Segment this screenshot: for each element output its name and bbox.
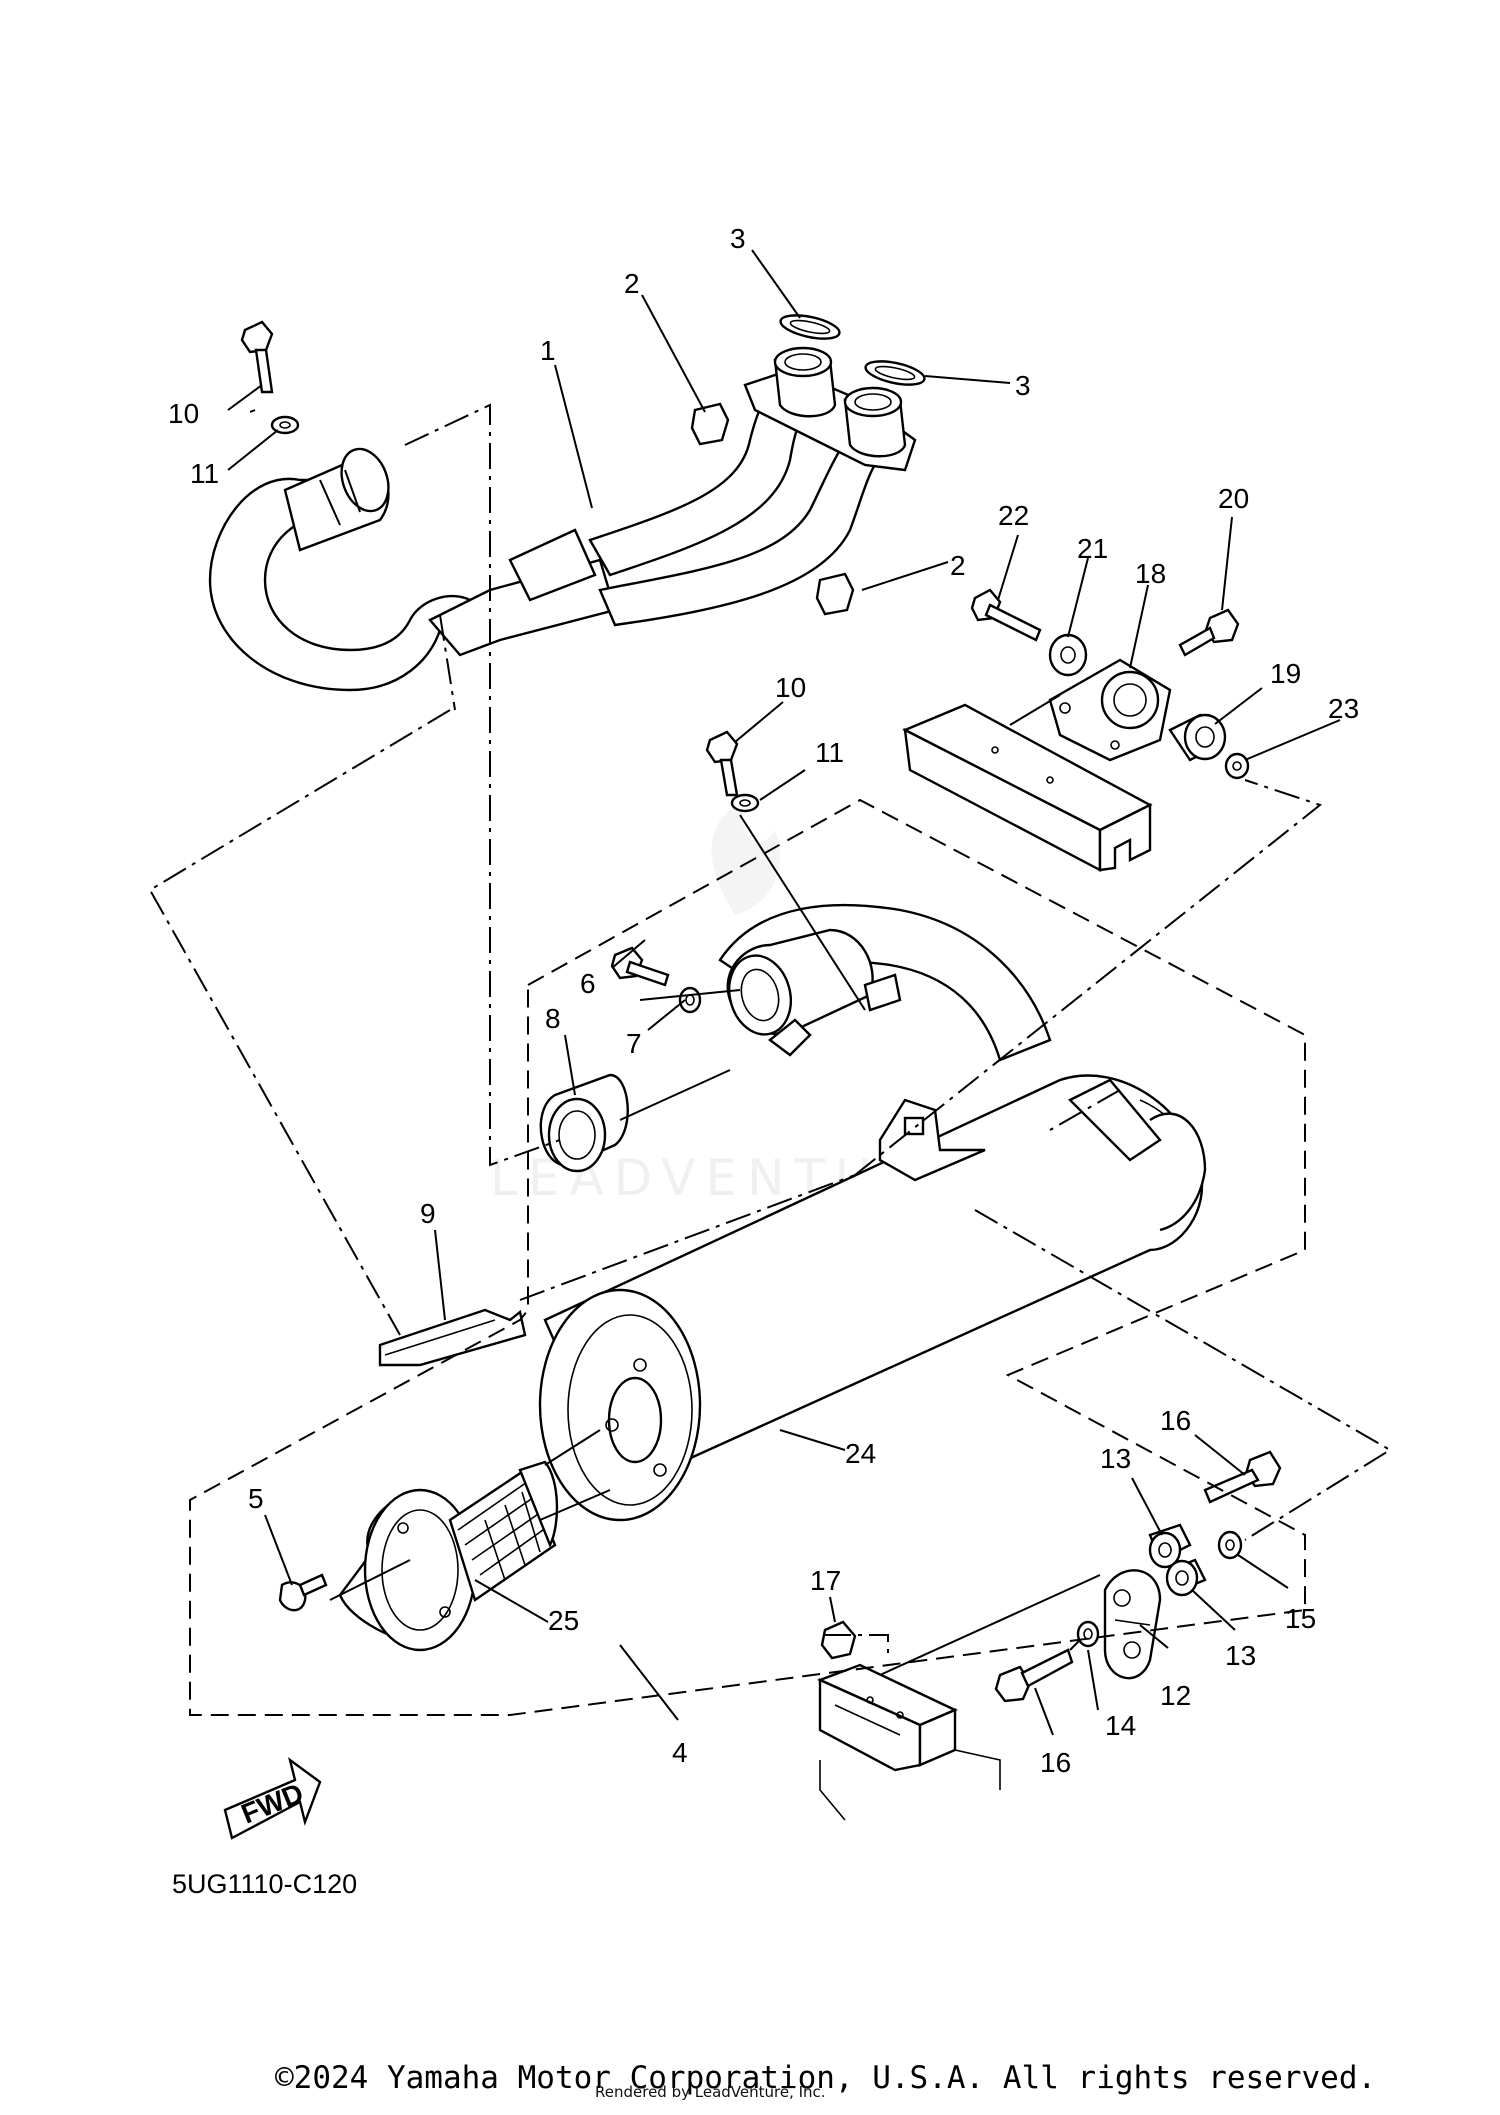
nut bbox=[820, 1620, 857, 1660]
part-label-1: 1 bbox=[540, 335, 556, 366]
part-label-5: 5 bbox=[248, 1483, 264, 1514]
part-label-8: 8 bbox=[545, 1003, 561, 1034]
washer bbox=[270, 415, 760, 813]
part-label-22: 22 bbox=[998, 500, 1029, 531]
bolt bbox=[994, 1450, 1282, 1703]
part-label-2: 2 bbox=[624, 268, 640, 299]
muffler-clamp bbox=[726, 928, 902, 1057]
washer bbox=[678, 986, 702, 1014]
part-label-3: 3 bbox=[730, 223, 746, 254]
rubber-damper bbox=[1103, 1569, 1162, 1680]
fwd-badge: FWD bbox=[237, 1777, 308, 1830]
part-label-4: 4 bbox=[672, 1737, 688, 1768]
washer bbox=[1224, 752, 1250, 780]
part-label-15: 15 bbox=[1285, 1603, 1316, 1634]
part-label-11b: 11 bbox=[815, 737, 844, 768]
part-label-16b: 16 bbox=[1040, 1747, 1071, 1778]
assembly-lines bbox=[148, 403, 1392, 1716]
part-labels: 1 2 2 3 3 4 5 6 7 8 9 10 10 11 11 12 13 … bbox=[168, 223, 1359, 1899]
part-label-16: 16 bbox=[1160, 1405, 1191, 1436]
part-label-9: 9 bbox=[420, 1198, 436, 1229]
bolt bbox=[240, 320, 739, 797]
rear-frame-bracket bbox=[816, 1663, 1001, 1821]
collar bbox=[1148, 1523, 1207, 1597]
part-label-11: 11 bbox=[190, 458, 219, 489]
part-label-3b: 3 bbox=[1015, 370, 1031, 401]
part-label-19: 19 bbox=[1270, 658, 1301, 689]
fwd-arrow-icon: FWD bbox=[223, 1757, 322, 1840]
rendered-by-notice: Rendered by LeadVenture, Inc. bbox=[595, 2083, 826, 2101]
spark-arrester bbox=[338, 1460, 559, 1652]
part-label-12: 12 bbox=[1160, 1680, 1191, 1711]
gasket bbox=[539, 1073, 629, 1173]
part-label-25: 25 bbox=[548, 1605, 579, 1636]
part-label-20: 20 bbox=[1218, 483, 1249, 514]
leader-lines bbox=[227, 249, 1341, 1736]
gasket bbox=[779, 314, 926, 386]
bolt bbox=[610, 946, 670, 987]
drawing-code: 5UG1110-C120 bbox=[172, 1869, 357, 1899]
frame-bracket bbox=[902, 703, 1153, 872]
bolt bbox=[970, 588, 1240, 657]
screw bbox=[278, 1573, 328, 1612]
header-pipe bbox=[208, 346, 917, 692]
part-label-2b: 2 bbox=[950, 550, 966, 581]
part-label-18: 18 bbox=[1135, 558, 1166, 589]
part-label-13b: 13 bbox=[1225, 1640, 1256, 1671]
part-label-7: 7 bbox=[626, 1028, 642, 1059]
muffler bbox=[538, 903, 1207, 1522]
part-label-24: 24 bbox=[845, 1438, 876, 1469]
part-label-21: 21 bbox=[1077, 533, 1108, 564]
part-label-13: 13 bbox=[1100, 1443, 1131, 1474]
part-label-6: 6 bbox=[580, 968, 596, 999]
part-label-23: 23 bbox=[1328, 693, 1359, 724]
mount-bracket bbox=[1048, 658, 1172, 762]
damper bbox=[1048, 633, 1227, 762]
part-label-17: 17 bbox=[810, 1565, 841, 1596]
copyright-notice: ©2024 Yamaha Motor Corporation, U.S.A. A… bbox=[275, 2060, 1377, 2096]
part-label-10: 10 bbox=[168, 398, 199, 429]
protector-plate bbox=[378, 1308, 527, 1367]
part-label-10b: 10 bbox=[775, 672, 806, 703]
nut bbox=[690, 402, 855, 616]
part-label-14: 14 bbox=[1105, 1710, 1136, 1741]
